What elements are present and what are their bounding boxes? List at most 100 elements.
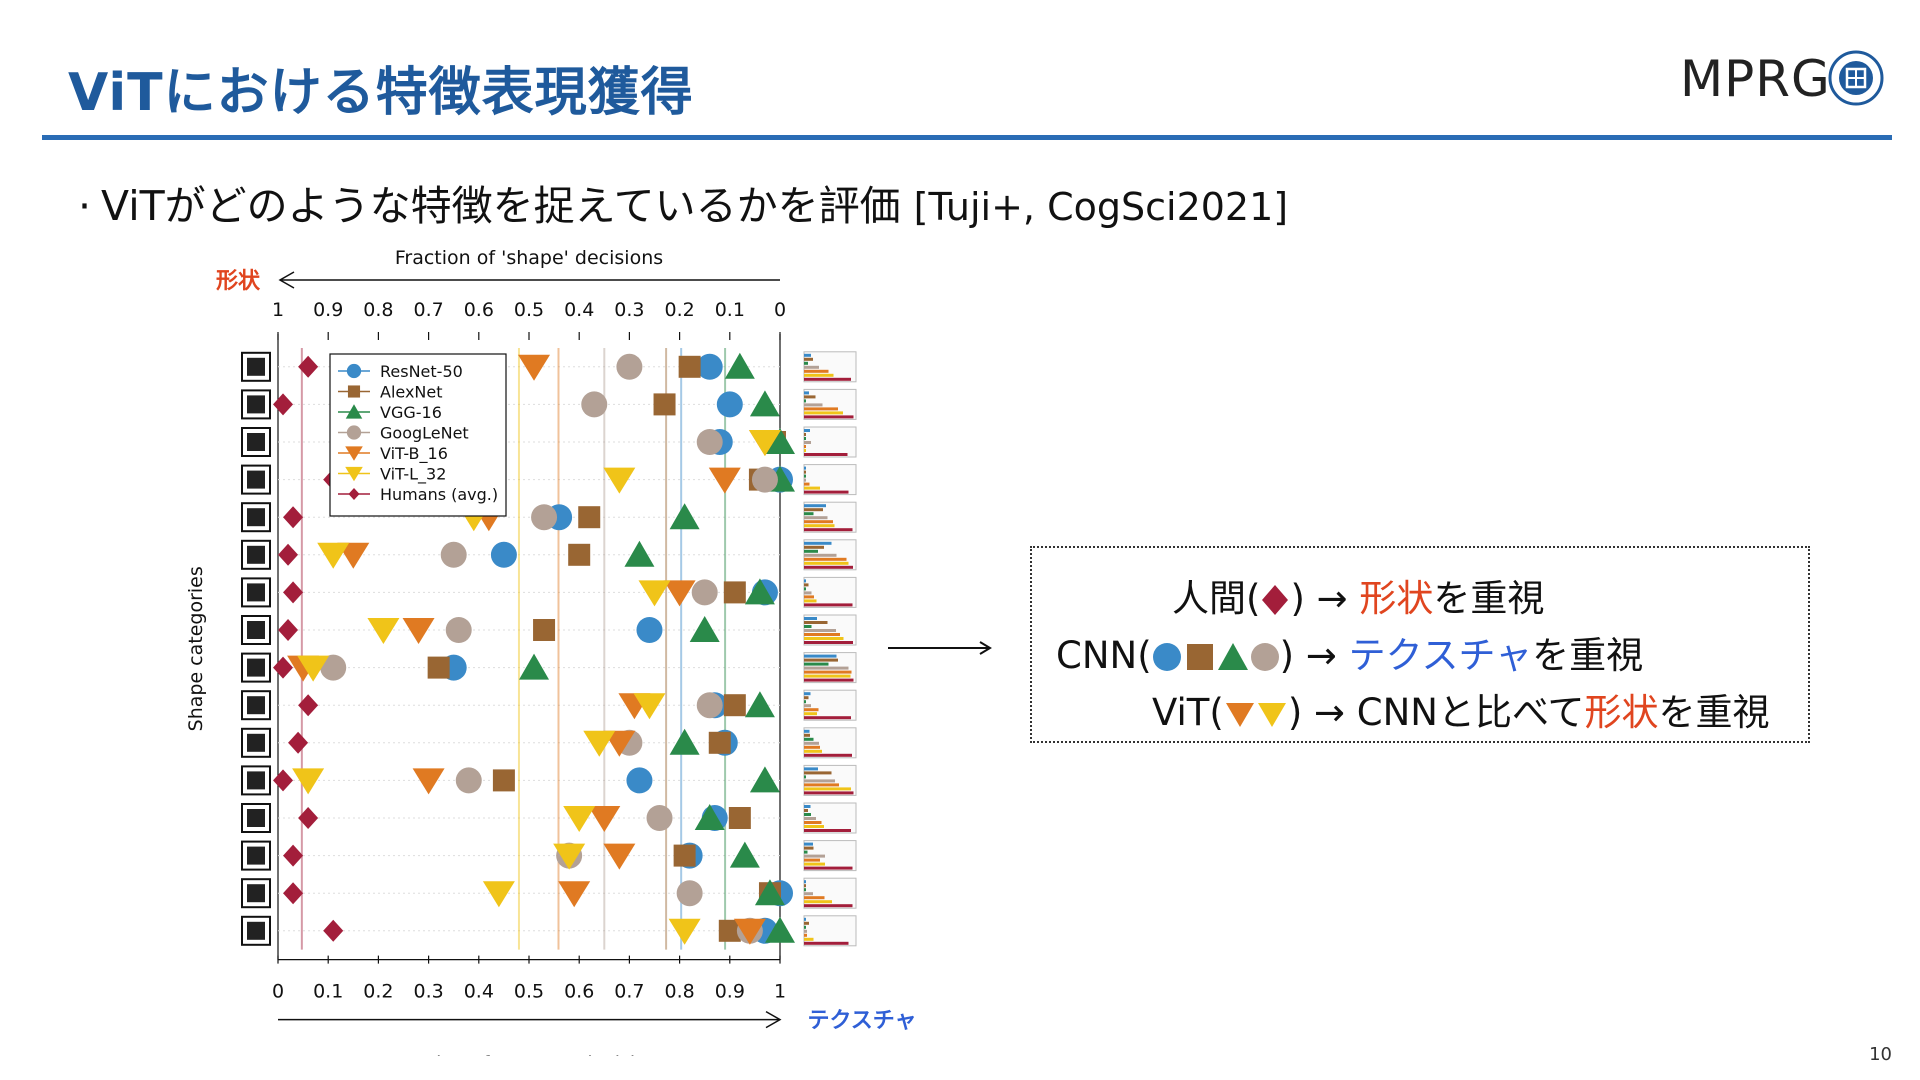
mini-bar-frame	[803, 426, 857, 458]
marker-vit-b-16	[663, 580, 696, 607]
top-tick-label: 0.5	[514, 299, 544, 321]
bottom-tick-label: 0.2	[363, 981, 393, 1003]
mini-bar	[804, 407, 838, 411]
mini-bar	[804, 482, 810, 486]
mini-bar	[804, 787, 851, 791]
bottom-tick-label: 0	[272, 981, 284, 1003]
mini-bar	[804, 361, 808, 365]
mini-bar	[804, 617, 817, 620]
top-tick-label: 0.6	[464, 299, 494, 321]
marker-alexnet	[708, 731, 731, 754]
marker-googlenet	[696, 429, 723, 455]
mini-bar	[804, 666, 849, 670]
marker-resnet-50	[696, 353, 723, 380]
mini-bar	[804, 813, 811, 816]
marker-humans-avg-	[288, 731, 309, 754]
category-icon-car	[241, 727, 271, 758]
mini-bar	[804, 858, 820, 862]
vit-markers-icon	[1225, 703, 1286, 727]
legend-label: ViT-B_16	[380, 444, 448, 464]
marker-humans-avg-	[298, 694, 319, 717]
mini-bar	[804, 504, 826, 508]
marker-vit-b-16	[733, 918, 766, 945]
bottom-tick-label: 0.7	[614, 981, 644, 1003]
page-number: 10	[1869, 1044, 1892, 1065]
shape-side-label: 形状	[216, 269, 261, 294]
bottom-tick-label: 0.8	[664, 981, 694, 1003]
legend-label: ViT-L_32	[380, 465, 446, 485]
mini-bar	[804, 925, 806, 929]
mini-bar	[804, 369, 829, 373]
mini-bar	[804, 900, 832, 904]
y-axis-title: Shape categories	[185, 566, 207, 731]
marker-vgg-16	[744, 578, 775, 605]
category-glyph-bicycle	[247, 921, 265, 940]
cnn-markers-icon	[1152, 643, 1279, 671]
legend-marker	[345, 446, 363, 461]
marker-vit-b-16	[337, 542, 370, 569]
bullet-text: ViTがどのような特徴を捉えているかを評価	[101, 182, 901, 230]
marker-alexnet	[678, 355, 701, 378]
mini-bar	[804, 662, 829, 666]
marker-vgg-16	[749, 390, 780, 417]
vit-highlight: 形状	[1584, 691, 1659, 734]
marker-googlenet	[676, 880, 703, 907]
marker-googlenet	[696, 692, 723, 719]
bottom-tick-label: 0.4	[464, 981, 494, 1003]
marker-resnet-50	[626, 767, 653, 794]
mini-bar	[804, 692, 811, 696]
marker-googlenet	[646, 805, 673, 831]
mini-bar	[804, 670, 852, 674]
texture-arrow-head	[765, 1010, 782, 1029]
mini-bar	[804, 625, 812, 628]
top-tick-label: 1	[272, 299, 284, 321]
marker-vit-l-32	[297, 655, 330, 682]
mini-bar	[804, 466, 806, 470]
mini-bar	[804, 470, 806, 474]
marker-alexnet	[578, 506, 601, 529]
mini-bar	[804, 629, 836, 632]
marker-alexnet	[723, 694, 746, 717]
mini-bar	[804, 490, 849, 494]
conclusion-vit: ViT() → CNNと比べて形状を重視	[1152, 682, 1770, 736]
category-glyph-oven	[247, 658, 265, 677]
cnn-tail: を重視	[1532, 634, 1644, 677]
mini-bar	[804, 654, 837, 658]
marker-vgg-16	[754, 879, 785, 906]
mini-bar	[804, 888, 806, 892]
top-tick-label: 0.9	[313, 299, 343, 321]
mini-bar	[804, 809, 808, 812]
marker-humans-avg-	[273, 769, 294, 792]
mini-bar	[804, 478, 806, 482]
cnn-highlight: テクスチャ	[1348, 634, 1533, 677]
bottom-tick-label: 0.3	[413, 981, 443, 1003]
marker-vgg-16	[744, 691, 775, 718]
mini-bar	[804, 767, 818, 771]
category-glyph-knife	[247, 395, 265, 414]
marker-vit-l-32	[668, 918, 701, 945]
mini-bar	[804, 749, 822, 753]
legend-marker	[348, 487, 360, 501]
mini-bar	[804, 403, 823, 407]
marker-humans-avg-	[298, 807, 319, 829]
right-arrow-icon	[888, 641, 992, 655]
marker-vgg-16	[689, 616, 720, 642]
marker-vit-l-32	[317, 542, 350, 569]
mini-bar	[804, 365, 819, 369]
mini-bar-frame	[803, 915, 857, 947]
marker-vgg-16	[519, 653, 550, 680]
category-icon-bear	[241, 464, 271, 495]
mini-bar	[804, 520, 833, 524]
marker-resnet-50	[716, 391, 743, 418]
mini-bar	[804, 391, 809, 395]
legend-marker	[346, 363, 362, 379]
mini-bar	[804, 941, 849, 945]
marker-humans-avg-	[278, 619, 299, 641]
legend-label: VGG-16	[380, 403, 442, 422]
marker-vgg-16	[624, 540, 655, 567]
mini-bar	[804, 737, 814, 741]
mini-bar	[804, 753, 852, 757]
mini-bar	[804, 486, 820, 490]
mini-bar	[804, 716, 851, 720]
